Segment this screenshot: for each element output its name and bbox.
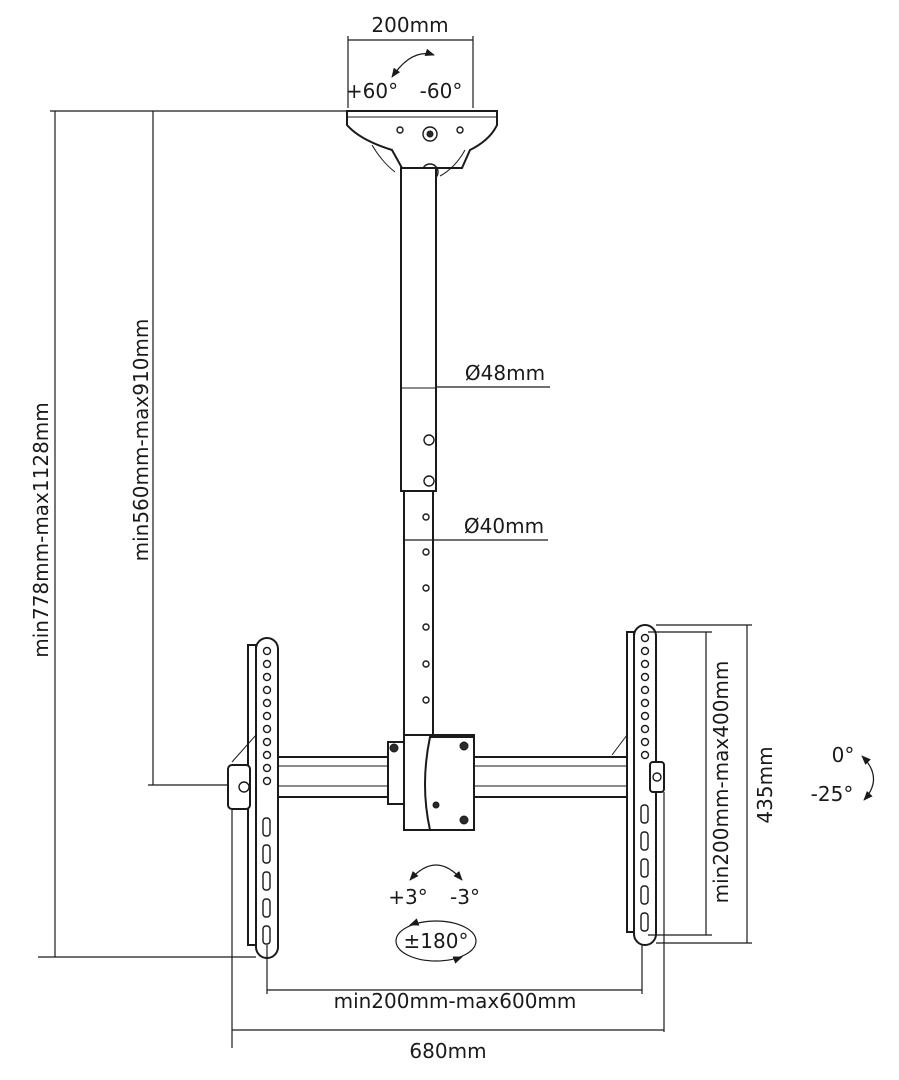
- vesa-width-label: min200mm-max600mm: [334, 989, 577, 1013]
- vesa-width-dimension: min200mm-max600mm: [266, 945, 643, 1013]
- total-height-dimension: min778mm-max1128mm: [29, 110, 347, 958]
- tilt-top-label: 0°: [832, 743, 855, 767]
- tilt-bottom-label: -25°: [811, 782, 854, 806]
- rotate-arrow-icon: [395, 920, 477, 962]
- plate-width-label: 200mm: [371, 13, 448, 37]
- pole-height-label: min560mm-max910mm: [129, 319, 153, 562]
- inner-pole: [403, 490, 434, 737]
- tilt-arrow-icon: [861, 755, 875, 801]
- total-width-dimension: 680mm: [231, 792, 665, 1063]
- outer-diameter-label: Ø48mm: [465, 361, 545, 385]
- left-bracket-holes: [262, 646, 272, 945]
- right-bracket-holes: [640, 633, 650, 932]
- swivel-plus-label: +60°: [346, 79, 398, 103]
- pole-height-dimension: min560mm-max910mm: [129, 111, 228, 786]
- arm-height-label: 435mm: [753, 746, 777, 823]
- left-bracket: [227, 637, 279, 959]
- vesa-height-label: min200mm-max400mm: [709, 661, 733, 904]
- level-arrow-icon: [409, 864, 463, 881]
- level-minus-label: -3°: [450, 885, 480, 909]
- outer-pole: [400, 167, 437, 492]
- rotation-label: ±180°: [404, 929, 469, 953]
- plate-width-dimension: 200mm: [347, 13, 474, 108]
- inner-diameter-label: Ø40mm: [464, 514, 544, 538]
- level-plus-label: +3°: [388, 885, 427, 909]
- swivel-arrow-icon: [391, 48, 435, 78]
- swivel-minus-label: -60°: [420, 79, 463, 103]
- total-height-label: min778mm-max1128mm: [29, 402, 53, 658]
- center-clamp: [387, 734, 475, 831]
- right-bracket: [611, 624, 665, 946]
- vesa-height-dimension: min200mm-max400mm: [648, 631, 733, 936]
- total-width-label: 680mm: [409, 1039, 486, 1063]
- arm-height-dimension: 435mm: [656, 624, 777, 944]
